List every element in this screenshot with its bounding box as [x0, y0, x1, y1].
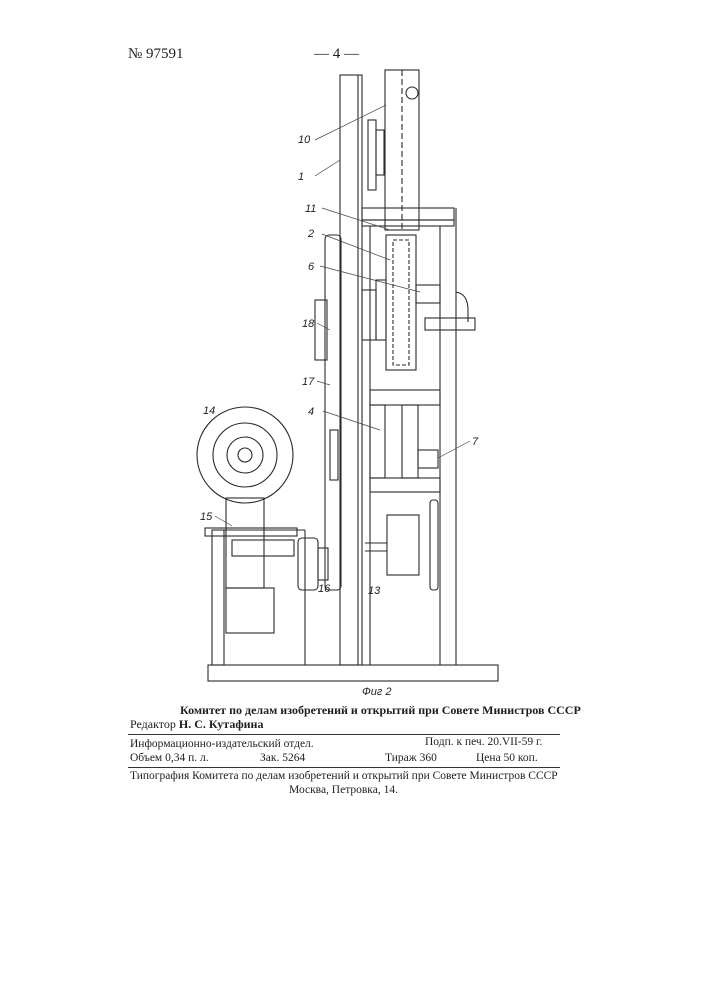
callout-label: 13 — [368, 585, 381, 597]
callout-label: 14 — [203, 405, 215, 417]
print-run-line: Тираж 360 — [385, 752, 437, 764]
order-line: Зак. 5264 — [260, 752, 305, 764]
base-plate — [208, 665, 498, 681]
technical-drawing: 10 1 11 2 6 18 17 14 4 7 15 16 13 Фиг 2 — [190, 60, 500, 700]
callout-label: 18 — [302, 318, 315, 330]
imprint-rule-bottom — [128, 767, 560, 768]
motor — [387, 515, 419, 575]
printer-line-2: Москва, Петровка, 14. — [289, 784, 398, 796]
callout-label: 16 — [318, 583, 331, 595]
callout-label: 7 — [472, 436, 479, 448]
callout-label: 2 — [307, 228, 314, 240]
price-line: Цена 50 коп. — [476, 752, 538, 764]
callout-label: 17 — [302, 376, 315, 388]
pulley — [197, 407, 293, 503]
volume-line: Объем 0,34 п. л. — [130, 752, 209, 764]
callout-label: 4 — [308, 406, 314, 418]
printer-line-1: Типография Комитета по делам изобретений… — [130, 770, 558, 782]
callout-label: 10 — [298, 134, 311, 146]
patent-number: № 97591 — [128, 46, 184, 63]
gear-block — [386, 235, 416, 370]
dept-line: Информационно-издательский отдел. — [130, 738, 314, 750]
committee-line: Комитет по делам изобретений и открытий … — [180, 703, 581, 718]
figure-caption: Фиг 2 — [362, 686, 391, 698]
callout-label: 15 — [200, 511, 213, 523]
callout-label: 11 — [305, 203, 316, 215]
callout-label: 1 — [298, 171, 304, 183]
editor-name: Н. С. Кутафина — [179, 717, 264, 731]
editor-label: Редактор — [130, 717, 176, 731]
signed-line: Подп. к печ. 20.VII-59 г. — [425, 736, 542, 748]
editor-line: Редактор Н. С. Кутафина — [130, 717, 263, 732]
callout-label: 6 — [308, 261, 315, 273]
imprint-rule-top — [128, 734, 560, 735]
